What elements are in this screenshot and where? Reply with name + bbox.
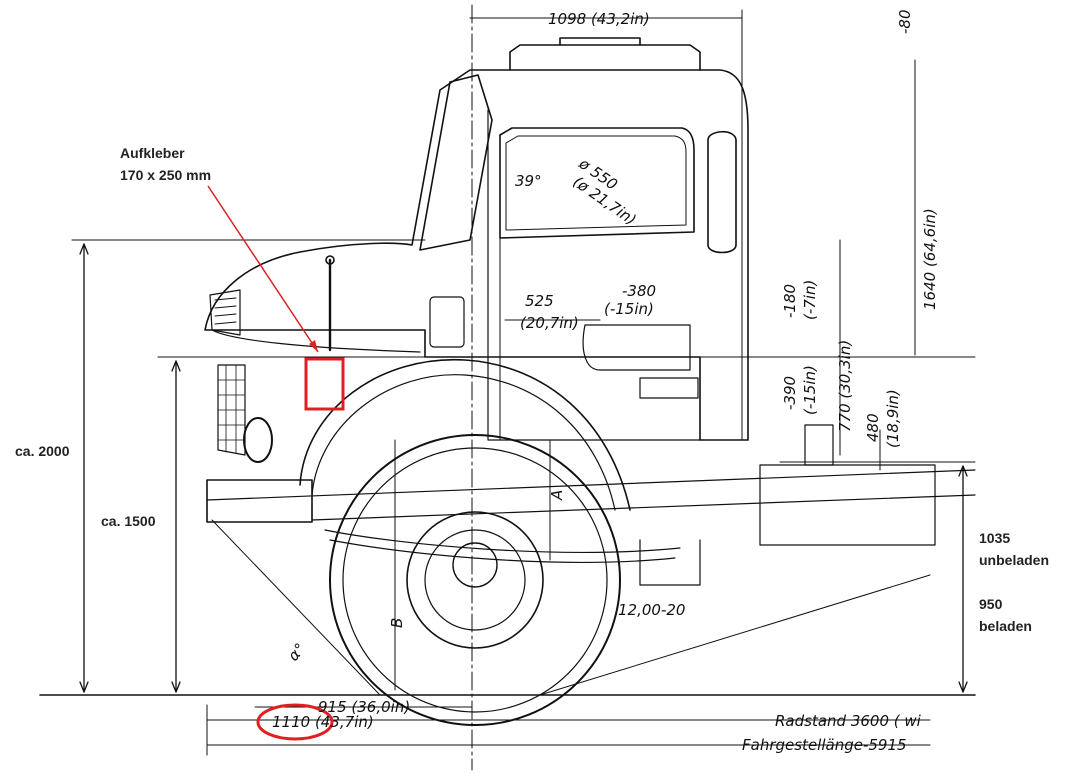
label-wheelbase: Radstand 3600 ( wi (775, 712, 922, 730)
height-cab-label: ca. 2000 (15, 443, 70, 459)
label-angle: 39° (515, 172, 542, 190)
label-480: 480 (864, 413, 882, 442)
label-380: -380 (622, 282, 656, 300)
label-525-in: (20,7in) (520, 314, 579, 332)
label-cab-height: 1640 (64,6in) (921, 208, 939, 310)
side-vent (429, 296, 465, 348)
frame-loaded-value: 950 (979, 596, 1003, 612)
tyre-inner (342, 447, 608, 713)
cab-outline (204, 69, 749, 441)
frame-unloaded-value: 1035 (979, 530, 1011, 546)
label-b: B (388, 618, 406, 628)
label-380-in: (-15in) (604, 300, 654, 318)
sticker-size: 170 x 250 mm (120, 166, 212, 183)
windshield-frame (419, 74, 493, 251)
ramp-line (539, 574, 931, 696)
door-window-inner (505, 135, 687, 231)
mesh-lines (217, 364, 246, 454)
label-770: 770 (30,3in) (836, 340, 854, 432)
pointer-line (207, 185, 319, 353)
label-alpha: α° (284, 640, 309, 665)
frame-unloaded-label: unbeladen (979, 551, 1050, 568)
rear-frame-box (759, 464, 936, 546)
fender-outer (299, 358, 631, 511)
frame-post (804, 424, 834, 466)
arrowhead (171, 681, 181, 693)
front-grille (209, 289, 241, 336)
label-top-width: 1098 (43,2in) (548, 10, 650, 28)
label-1110: 1110 (43,7in) (272, 713, 374, 731)
roof-vent (509, 44, 701, 71)
sticker-title: Aufkleber (120, 145, 185, 161)
frame-height-unloaded: 1035 unbeladen (979, 528, 1049, 571)
arrowhead (79, 681, 89, 693)
arrowhead (79, 243, 89, 255)
wheel-hub (424, 529, 526, 631)
label-390-in: (-15in) (801, 365, 819, 415)
frame-height-loaded: 950 beladen (979, 594, 1032, 637)
label-390: -390 (781, 376, 799, 410)
rear-window (707, 130, 737, 254)
approach-angle-line (211, 519, 381, 696)
bracket (639, 539, 701, 586)
roof-vent-top (559, 37, 641, 46)
door-outline (487, 109, 701, 441)
wheel-rim (406, 511, 544, 649)
leaf-spring (324, 529, 681, 563)
front-bumper (206, 479, 313, 523)
sticker-highlight (207, 185, 345, 741)
label-480-in: (18,9in) (884, 389, 902, 448)
sticker-position-box (304, 357, 345, 411)
door-window (499, 127, 695, 239)
step-plate (639, 377, 699, 399)
label-525: 525 (525, 292, 554, 310)
headlight (243, 417, 273, 463)
label-frame-length: Fahrgestellänge-5915 (742, 736, 907, 754)
front-wheel (329, 434, 621, 726)
grille-bars (214, 297, 237, 325)
label-tyre: 12,00-20 (618, 601, 685, 619)
arrowhead (958, 465, 968, 477)
door-recess (582, 324, 691, 371)
label-180-in: (-7in) (801, 280, 819, 320)
overhang-highlight-ellipse (256, 703, 334, 741)
label-180: -180 (781, 284, 799, 318)
fender-inner (311, 374, 616, 511)
pointer-arrowhead (309, 340, 318, 352)
antenna-tip (325, 255, 335, 265)
frame-loaded-label: beladen (979, 617, 1032, 634)
label-top-right: -80 (896, 10, 914, 35)
arrowhead (171, 360, 181, 372)
label-a: A (548, 490, 566, 501)
label-915: 915 (36,0in) (318, 698, 410, 716)
arrowhead (958, 681, 968, 693)
chassis-frame (206, 469, 976, 521)
hub-cap (452, 542, 498, 588)
height-sticker-label: ca. 1500 (101, 513, 156, 529)
hood-line (211, 329, 421, 353)
sticker-annotation: Aufkleber 170 x 250 mm (120, 143, 211, 186)
